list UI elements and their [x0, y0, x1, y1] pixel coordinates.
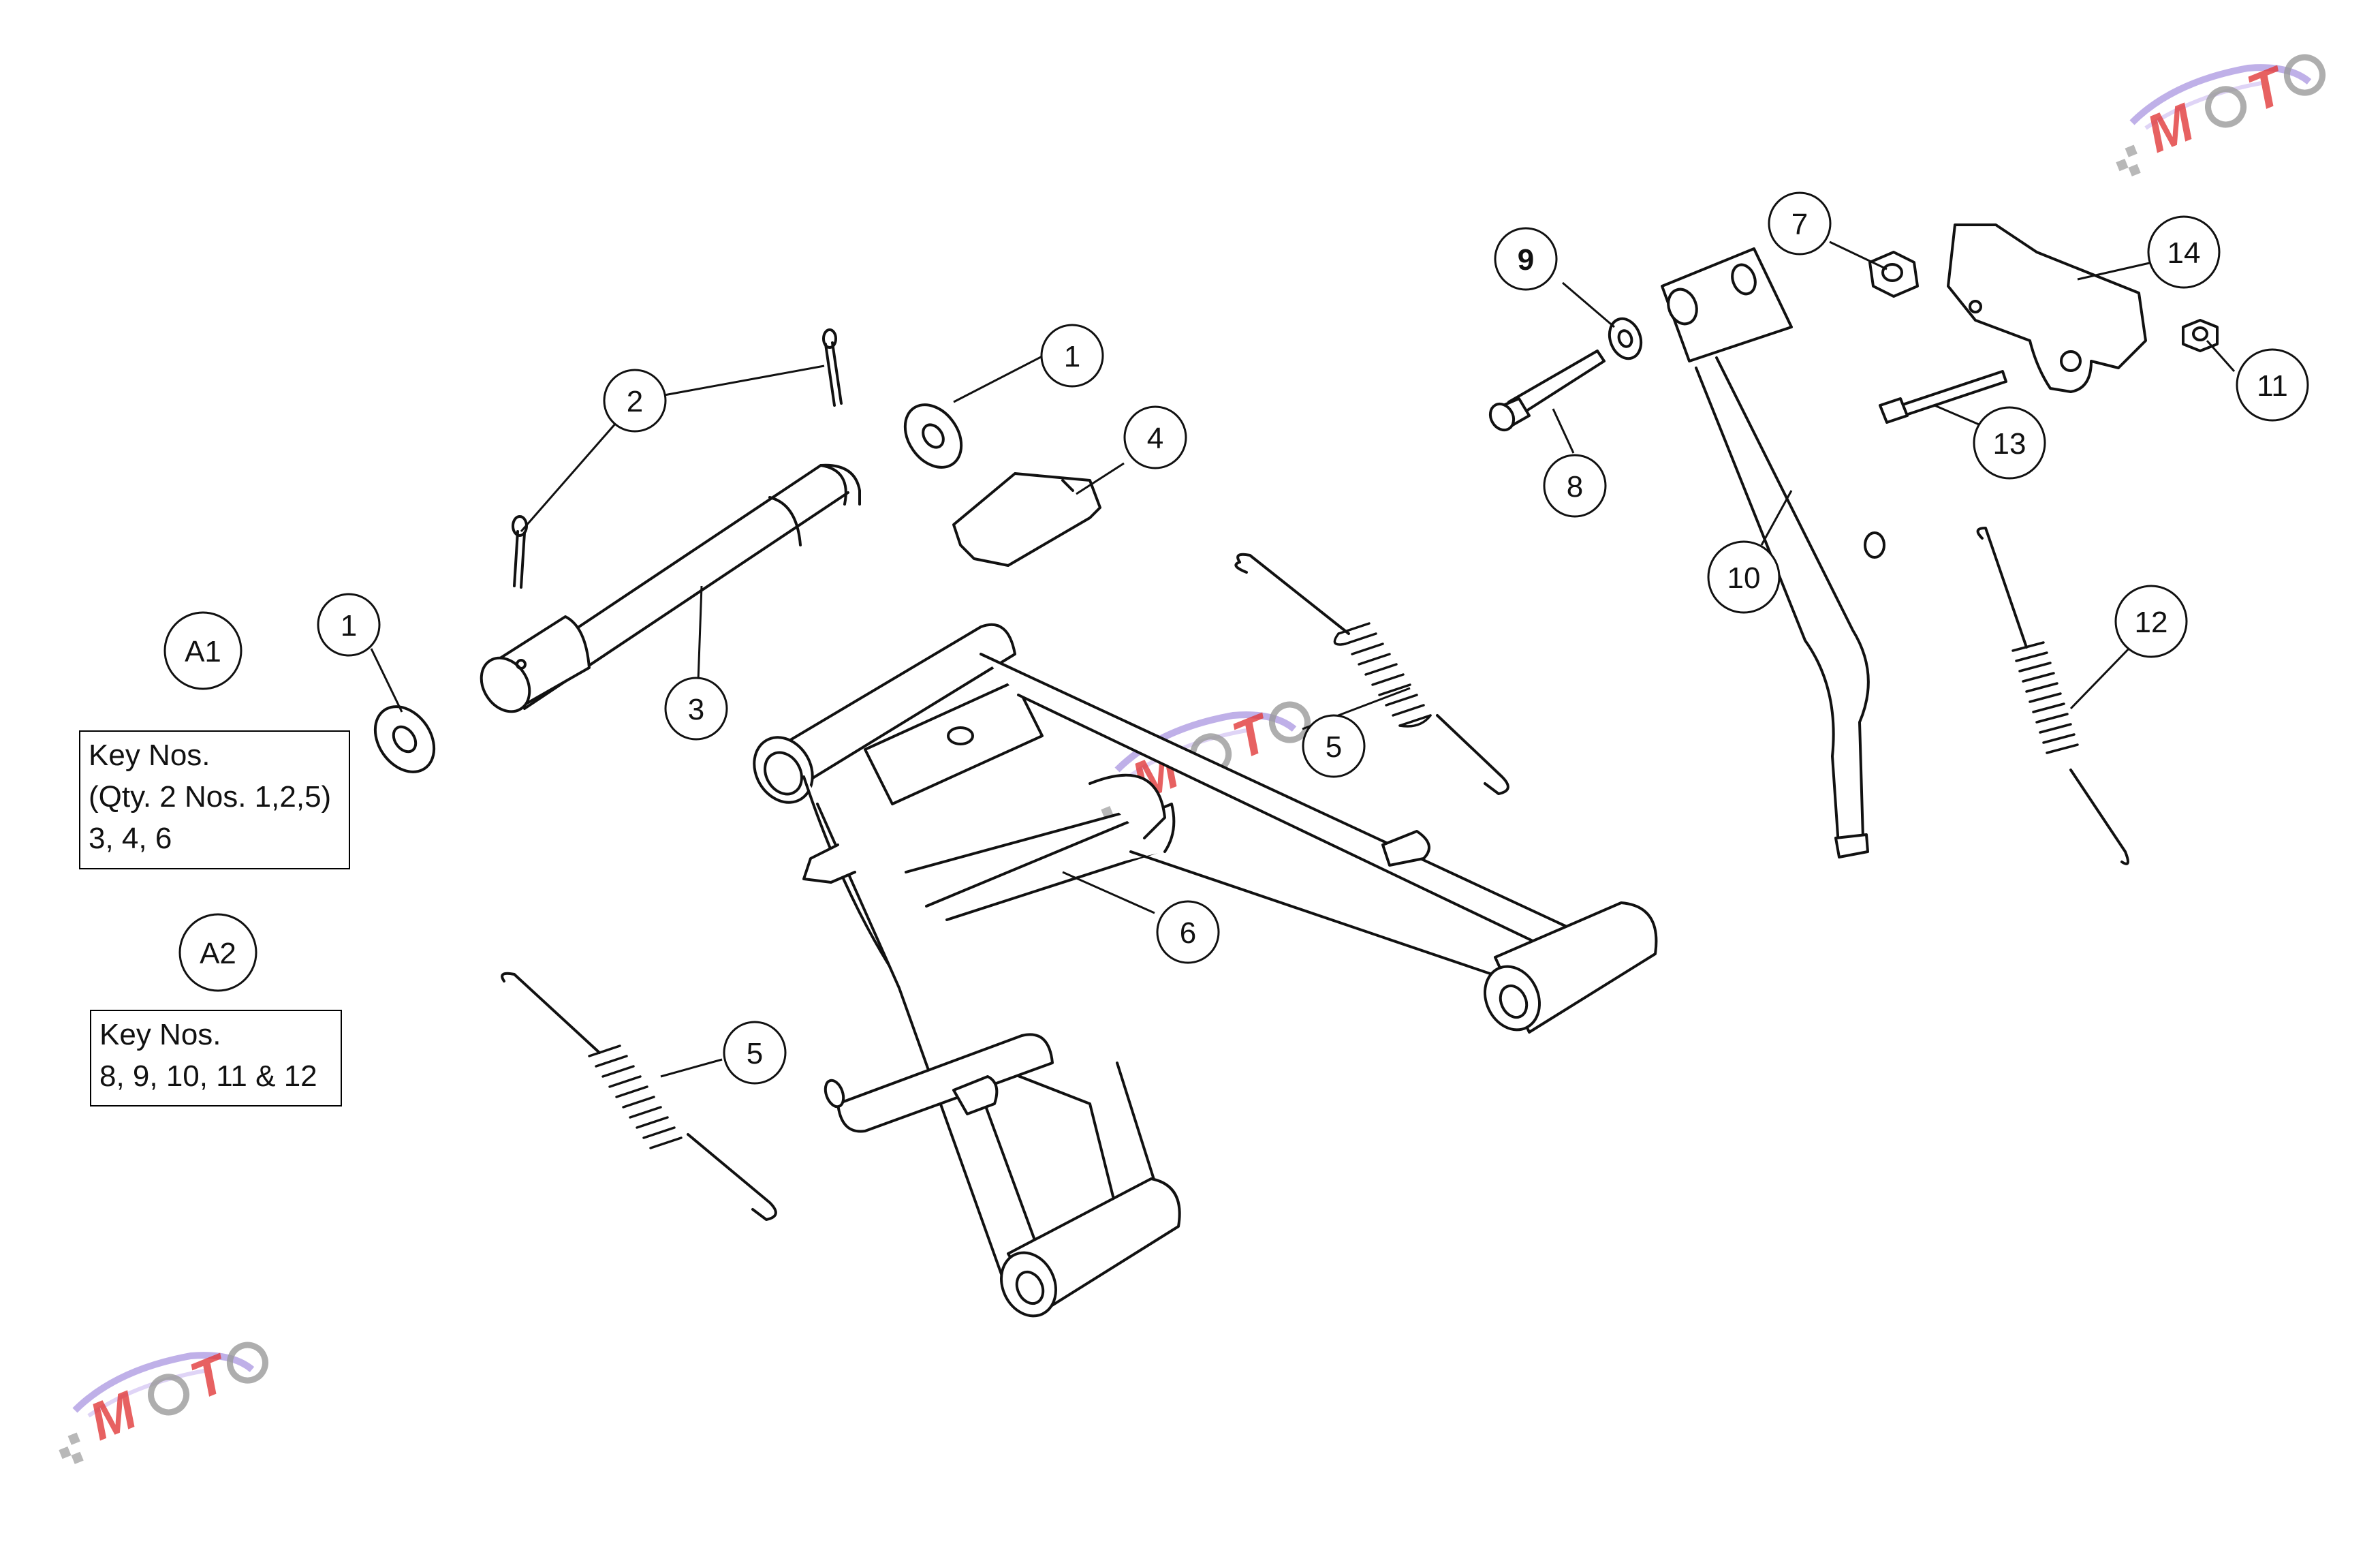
nut-part-7	[1868, 251, 1919, 298]
bracket-part-14	[1947, 223, 2147, 393]
callout-14: 14	[2147, 215, 2221, 289]
svg-text:6: 6	[1180, 916, 1196, 950]
svg-text:11: 11	[2257, 369, 2288, 403]
assembly-label-a2: A2	[178, 913, 257, 992]
callout-5-left: 5	[723, 1021, 787, 1085]
svg-text:A1: A1	[185, 635, 221, 668]
washer-part-9	[1608, 317, 1643, 360]
callout-12: 12	[2114, 585, 2188, 658]
pivot-shaft-part-3	[480, 463, 861, 713]
svg-text:3: 3	[688, 693, 704, 726]
a1-key-line-3: 3, 4, 6	[89, 822, 172, 855]
svg-text:5: 5	[747, 1037, 763, 1070]
svg-text:14: 14	[2167, 236, 2201, 270]
svg-text:1: 1	[1064, 340, 1080, 373]
a1-key-line-2: (Qty. 2 Nos. 1,2,5)	[89, 780, 332, 814]
callout-2: 2	[603, 369, 667, 433]
a2-key-line-2: 8, 9, 10, 11 & 12	[99, 1059, 317, 1093]
washer-part-1-top	[903, 403, 963, 469]
a1-key-line-1: Key Nos.	[89, 739, 210, 772]
callout-5-right: 5	[1302, 714, 1366, 778]
callout-1-left: 1	[317, 593, 381, 657]
callout-9: 9	[1494, 227, 1558, 291]
bolt-part-8	[1488, 350, 1606, 432]
svg-text:1: 1	[341, 609, 357, 643]
callout-3: 3	[664, 677, 728, 741]
callout-13: 13	[1973, 406, 2046, 480]
svg-text:8: 8	[1567, 470, 1583, 504]
assembly-a1-key-box: Key Nos. (Qty. 2 Nos. 1,2,5) 3, 4, 6	[79, 730, 350, 869]
callout-7: 7	[1768, 191, 1832, 256]
main-stand-part-6	[753, 623, 1658, 1318]
rubber-plate-part-4	[952, 472, 1101, 567]
side-stand-part-10	[1661, 247, 1885, 858]
callout-1-top: 1	[1040, 324, 1104, 388]
spring-part-5-left	[501, 972, 777, 1221]
watermark-top-right	[2100, 40, 2332, 181]
a2-key-line-1: Key Nos.	[99, 1018, 221, 1051]
callout-10: 10	[1707, 540, 1781, 614]
svg-text:4: 4	[1147, 422, 1163, 455]
washer-part-1-left	[373, 705, 436, 773]
callout-4: 4	[1123, 405, 1187, 469]
bolt-part-13	[1879, 370, 2007, 424]
svg-text:9: 9	[1518, 243, 1534, 277]
svg-text:12: 12	[2135, 606, 2168, 639]
svg-text:A2: A2	[200, 937, 236, 970]
svg-text:5: 5	[1326, 730, 1342, 764]
split-pin-part-2-upper	[822, 328, 843, 407]
assembly-label-a1: A1	[163, 611, 242, 690]
spring-part-12	[1976, 527, 2129, 865]
spring-part-5-right	[1234, 553, 1509, 795]
svg-text:2: 2	[627, 385, 643, 418]
svg-text:13: 13	[1993, 427, 2026, 461]
svg-text:7: 7	[1791, 208, 1808, 241]
assembly-a2-key-box: Key Nos. 8, 9, 10, 11 & 12	[90, 1010, 342, 1106]
callout-6: 6	[1156, 900, 1220, 964]
watermark-bottom-left	[43, 1327, 275, 1468]
callout-11: 11	[2236, 348, 2309, 422]
callout-8: 8	[1543, 454, 1607, 518]
svg-text:10: 10	[1727, 561, 1761, 595]
